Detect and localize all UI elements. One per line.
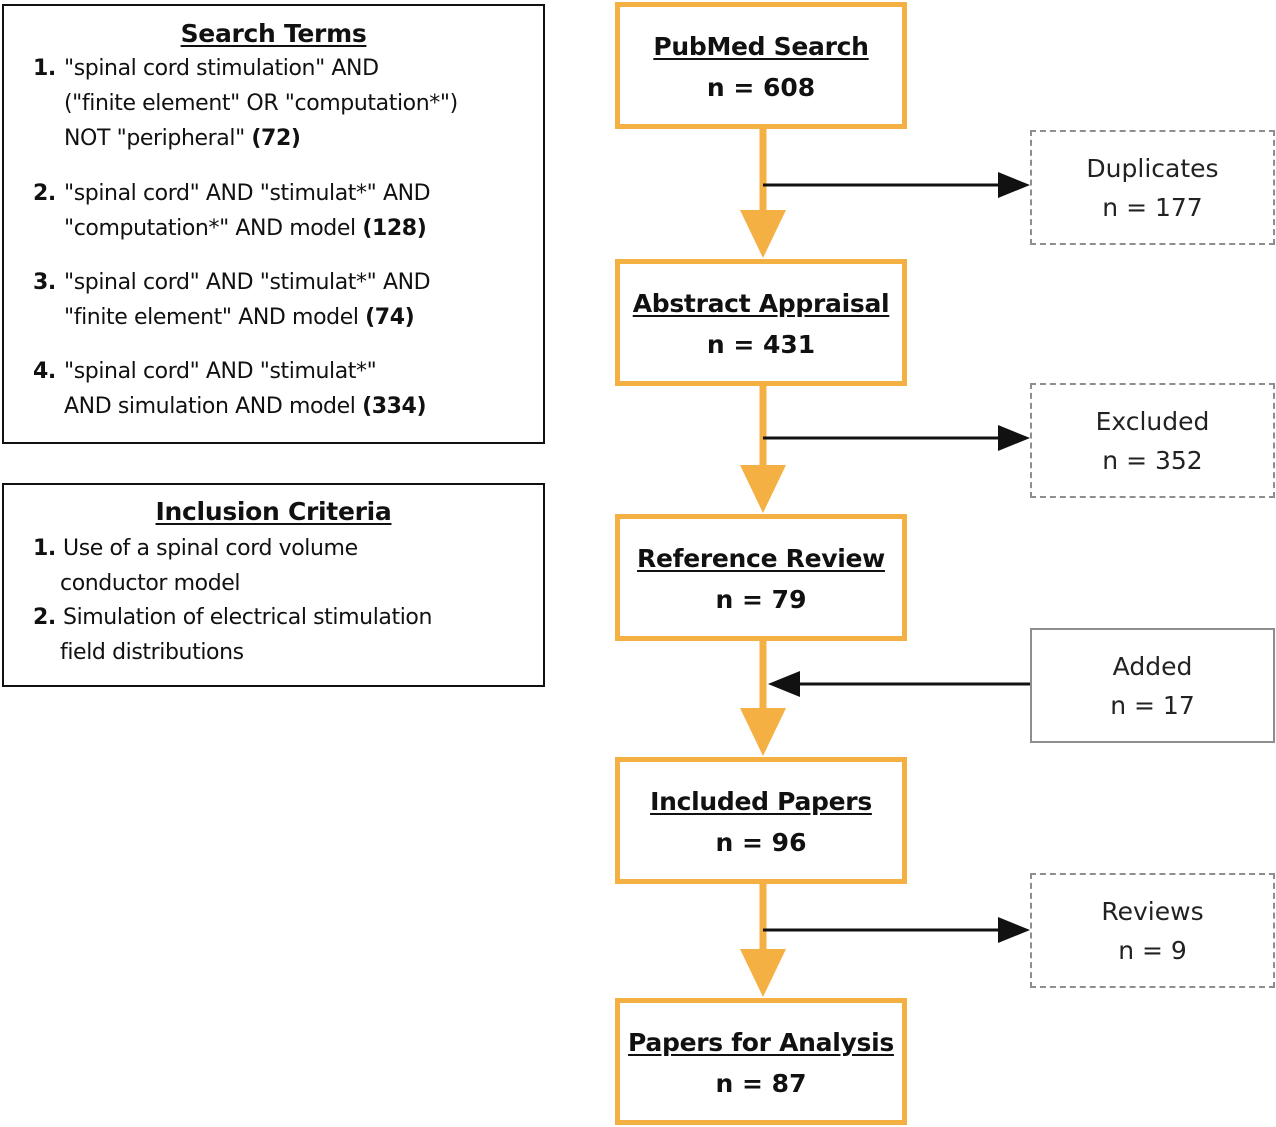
term-count: (74) [365, 305, 415, 330]
side-count: n = 177 [1102, 193, 1203, 222]
stage-label: Abstract Appraisal [632, 289, 890, 318]
term-line: "finite element" AND model (74) [64, 300, 430, 335]
stage-count: n = 608 [706, 73, 816, 102]
inclusion-criteria-panel: Inclusion Criteria [2, 483, 545, 687]
search-term-item: 1. "spinal cord stimulation" AND ("finit… [33, 51, 458, 156]
term-line: "spinal cord" AND "stimulat*" [64, 359, 377, 384]
criterion-item: 2. Simulation of electrical stimulation … [33, 600, 433, 670]
side-label: Excluded [1095, 407, 1210, 436]
term-number: 4. [33, 359, 56, 384]
side-count: n = 9 [1118, 936, 1187, 965]
term-count: (128) [362, 216, 427, 241]
stage-reference-review: Reference Review n = 79 [615, 514, 907, 641]
flow-arrow-pubmed-to-abstract [740, 129, 786, 258]
side-label: Duplicates [1086, 154, 1219, 183]
flow-arrow-included-to-analysis [740, 884, 786, 997]
term-line: "spinal cord stimulation" AND [64, 56, 379, 81]
term-number: 2. [33, 181, 56, 206]
side-arrow-from-added [768, 671, 1030, 697]
term-count: (72) [251, 126, 301, 151]
term-line-text: AND simulation AND model [64, 394, 363, 419]
side-arrow-to-duplicates [763, 172, 1030, 198]
flow-arrow-reference-to-included [740, 641, 786, 756]
search-term-item: 3. "spinal cord" AND "stimulat*" AND "fi… [33, 265, 431, 335]
side-count: n = 352 [1102, 446, 1203, 475]
term-line-text: NOT "peripheral" [64, 126, 252, 151]
stage-count: n = 96 [715, 828, 807, 857]
criterion-item: 1. Use of a spinal cord volume conductor… [33, 531, 358, 601]
criterion-line: Simulation of electrical stimulation [63, 605, 433, 630]
criterion-line: field distributions [60, 640, 244, 665]
side-box-duplicates: Duplicates n = 177 [1030, 130, 1275, 245]
side-box-reviews: Reviews n = 9 [1030, 873, 1275, 988]
inclusion-criteria-title: Inclusion Criteria [155, 497, 392, 526]
term-line: NOT "peripheral" (72) [64, 121, 458, 156]
stage-label: Included Papers [650, 787, 872, 816]
search-term-item: 2. "spinal cord" AND "stimulat*" AND "co… [33, 176, 431, 246]
term-number: 3. [33, 270, 56, 295]
criterion-line: conductor model [60, 571, 241, 596]
stage-pubmed-search: PubMed Search n = 608 [615, 2, 907, 129]
stage-count: n = 431 [706, 330, 816, 359]
criterion-line: Use of a spinal cord volume [63, 536, 358, 561]
side-arrow-to-reviews [763, 917, 1030, 943]
stage-label: Papers for Analysis [628, 1028, 894, 1057]
criterion-number: 2. [33, 605, 56, 630]
stage-papers-for-analysis: Papers for Analysis n = 87 [615, 998, 907, 1125]
search-term-item: 4. "spinal cord" AND "stimulat*" AND sim… [33, 354, 427, 424]
criterion-number: 1. [33, 536, 56, 561]
side-count: n = 17 [1110, 691, 1195, 720]
side-box-added: Added n = 17 [1030, 628, 1275, 743]
term-line: AND simulation AND model (334) [64, 389, 427, 424]
side-box-excluded: Excluded n = 352 [1030, 383, 1275, 498]
stage-label: Reference Review [637, 544, 885, 573]
stage-count: n = 87 [715, 1069, 807, 1098]
term-line: "computation*" AND model (128) [64, 211, 430, 246]
side-arrow-to-excluded [763, 425, 1030, 451]
term-line: "spinal cord" AND "stimulat*" AND [64, 270, 431, 295]
flow-arrow-abstract-to-reference [740, 386, 786, 513]
term-number: 1. [33, 56, 56, 81]
search-terms-panel: Search Terms [2, 4, 545, 444]
stage-count: n = 79 [715, 585, 807, 614]
term-line-text: "finite element" AND model [64, 305, 366, 330]
term-line: "spinal cord" AND "stimulat*" AND [64, 181, 431, 206]
side-label: Added [1112, 652, 1193, 681]
term-line: ("finite element" OR "computation*") [64, 91, 458, 116]
side-label: Reviews [1101, 897, 1204, 926]
term-count: (334) [362, 394, 427, 419]
search-terms-title: Search Terms [180, 19, 367, 48]
stage-included-papers: Included Papers n = 96 [615, 757, 907, 884]
stage-abstract-appraisal: Abstract Appraisal n = 431 [615, 259, 907, 386]
stage-label: PubMed Search [653, 32, 869, 61]
term-line-text: "computation*" AND model [64, 216, 363, 241]
